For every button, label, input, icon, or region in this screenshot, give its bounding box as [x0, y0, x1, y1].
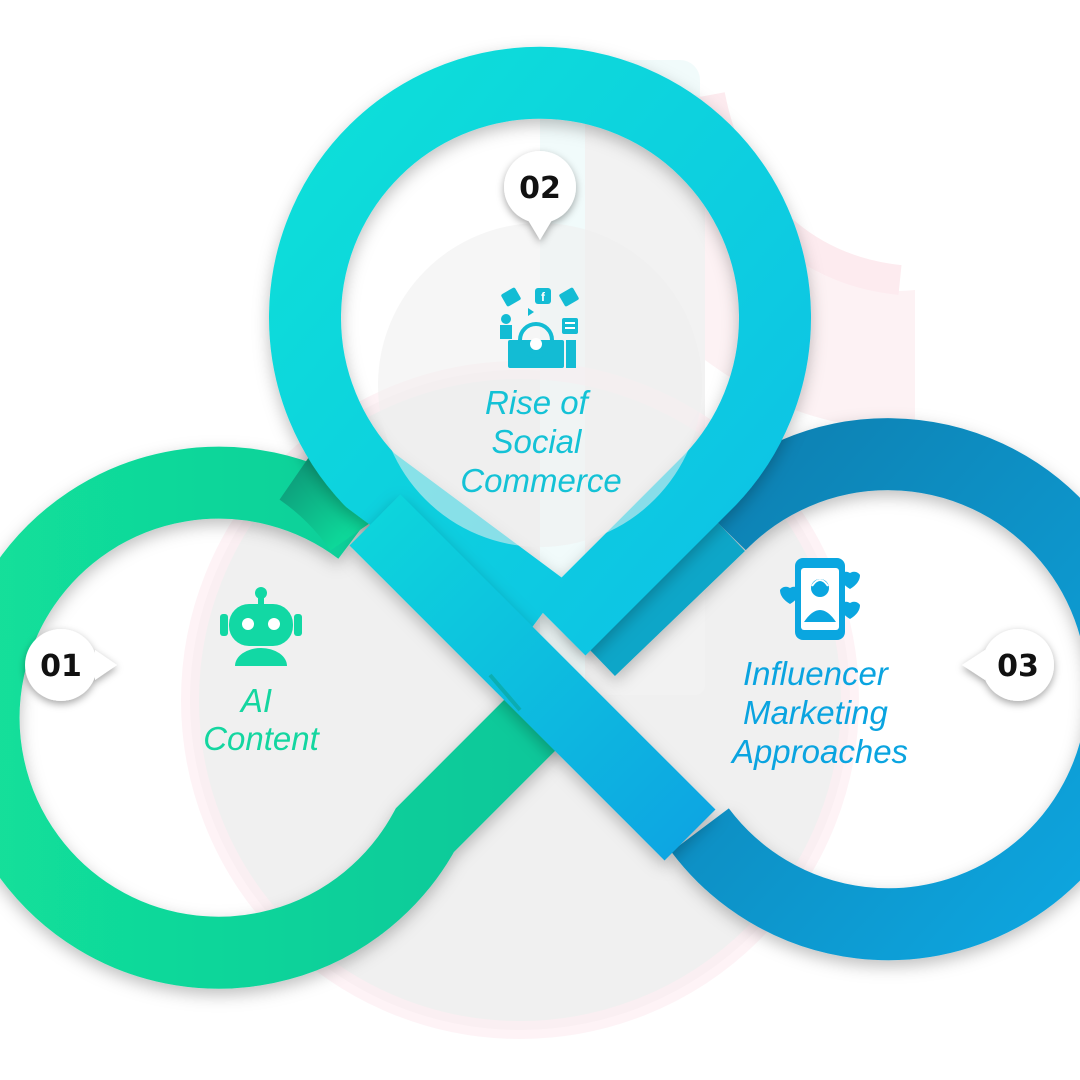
svg-text:f: f [541, 290, 546, 304]
step-label-01: AI Content [203, 682, 320, 757]
crossing-seam [488, 673, 522, 712]
loop-crossing-band [349, 494, 716, 861]
step-number-02: 02 [519, 171, 561, 206]
step-badge-02 [504, 151, 576, 240]
loop-top-cyan [269, 46, 811, 656]
step-badge-03 [962, 629, 1054, 701]
top-loop-inner [378, 223, 702, 547]
influencer-phone-icon [780, 558, 860, 640]
step-number-03: 03 [997, 649, 1039, 684]
robot-icon [220, 587, 302, 666]
loop-left-green [0, 440, 571, 989]
step-number-01: 01 [40, 649, 82, 684]
step-badge-01 [25, 629, 117, 701]
step-label-03: Influencer Marketing Approaches [730, 655, 908, 770]
step-label-02: Rise of Social Commerce [460, 384, 621, 499]
social-commerce-icon: f [500, 287, 579, 368]
